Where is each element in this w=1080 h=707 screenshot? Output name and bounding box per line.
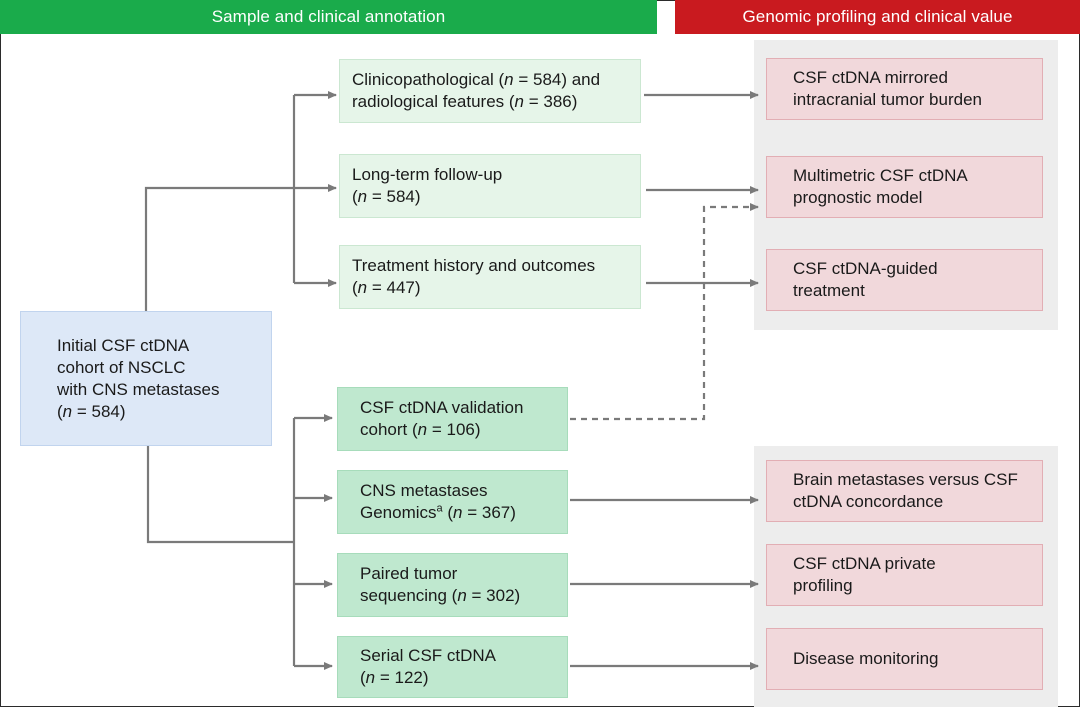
box-paired-tumor-sequencing: Paired tumor sequencing (n = 302) — [337, 553, 568, 617]
outcome-guided-treatment: CSF ctDNA-guided treatment — [766, 249, 1043, 311]
outcome-tumor-burden: CSF ctDNA mirrored intracranial tumor bu… — [766, 58, 1043, 120]
dashed-validation-to-prognostic — [570, 203, 759, 421]
initial-line-3: with CNS metastases — [57, 379, 220, 399]
box-clinicopathological: Clinicopathological (n = 584) and radiol… — [339, 59, 641, 123]
box-long-term-follow-up: Long-term follow-up (n = 584) — [339, 154, 641, 218]
outcome-private-profiling: CSF ctDNA private profiling — [766, 544, 1043, 606]
outcome-disease-monitoring: Disease monitoring — [766, 628, 1043, 690]
trunk-lower — [146, 446, 294, 544]
initial-line-1: Initial CSF ctDNA — [57, 335, 190, 355]
initial-line-2: cohort of NSCLC — [57, 357, 186, 377]
trunk-upper — [144, 184, 337, 311]
box-treatment-history: Treatment history and outcomes (n = 447) — [339, 245, 641, 309]
box-validation-cohort: CSF ctDNA validation cohort (n = 106) — [337, 387, 568, 451]
box-cns-metastases-genomics: CNS metastases Genomicsa (n = 367) — [337, 470, 568, 534]
outcome-concordance: Brain metastases versus CSF ctDNA concor… — [766, 460, 1043, 522]
box-serial-csf-ctdna: Serial CSF ctDNA (n = 122) — [337, 636, 568, 698]
outcome-prognostic-model: Multimetric CSF ctDNA prognostic model — [766, 156, 1043, 218]
banner-genomic-profiling: Genomic profiling and clinical value — [675, 0, 1080, 34]
banner-sample-clinical: Sample and clinical annotation — [0, 0, 657, 34]
initial-line-4: (n = 584) — [57, 401, 126, 421]
initial-cohort-box: Initial CSF ctDNA cohort of NSCLC with C… — [20, 311, 272, 446]
